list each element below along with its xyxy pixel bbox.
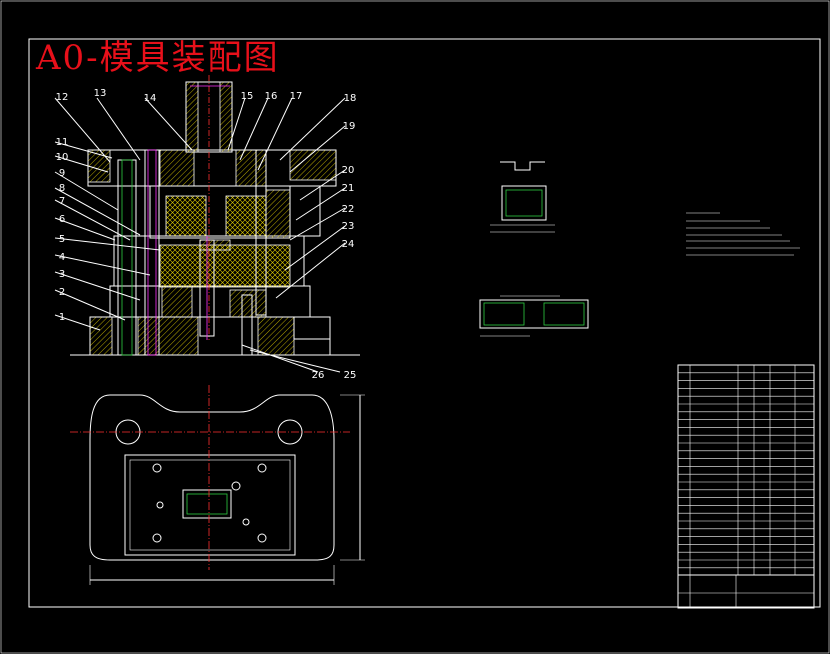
svg-text:25: 25 [344, 370, 357, 381]
svg-text:20: 20 [342, 165, 355, 176]
svg-text:23: 23 [342, 221, 355, 232]
svg-text:17: 17 [290, 91, 303, 102]
svg-text:4: 4 [59, 252, 65, 263]
svg-text:13: 13 [94, 88, 107, 99]
svg-text:15: 15 [241, 91, 254, 102]
svg-text:7: 7 [59, 196, 65, 207]
svg-text:5: 5 [59, 234, 65, 245]
section-view [70, 75, 360, 356]
part-detail-top [490, 161, 555, 233]
svg-text:8: 8 [59, 183, 65, 194]
svg-text:10: 10 [56, 152, 69, 163]
svg-text:1: 1 [59, 312, 65, 323]
part-detail-bottom [479, 295, 589, 337]
svg-text:11: 11 [56, 137, 69, 148]
parts-list [677, 364, 815, 609]
svg-text:9: 9 [59, 168, 65, 179]
plan-view [70, 385, 365, 585]
svg-text:2: 2 [59, 287, 65, 298]
inner-frame [28, 38, 821, 608]
svg-text:19: 19 [343, 121, 356, 132]
svg-text:24: 24 [342, 239, 355, 250]
technical-notes [686, 212, 800, 256]
svg-text:6: 6 [59, 214, 65, 225]
svg-text:12: 12 [56, 92, 69, 103]
svg-text:22: 22 [342, 204, 355, 215]
svg-text:21: 21 [342, 183, 355, 194]
svg-text:18: 18 [344, 93, 357, 104]
svg-text:26: 26 [312, 370, 325, 381]
drawing-title: A0-模具装配图 [36, 38, 280, 78]
svg-text:14: 14 [144, 93, 157, 104]
svg-text:16: 16 [265, 91, 278, 102]
svg-text:3: 3 [59, 269, 65, 280]
part-leaders: 1 2 3 4 5 6 7 8 9 10 11 12 13 14 15 16 1… [54, 88, 357, 381]
